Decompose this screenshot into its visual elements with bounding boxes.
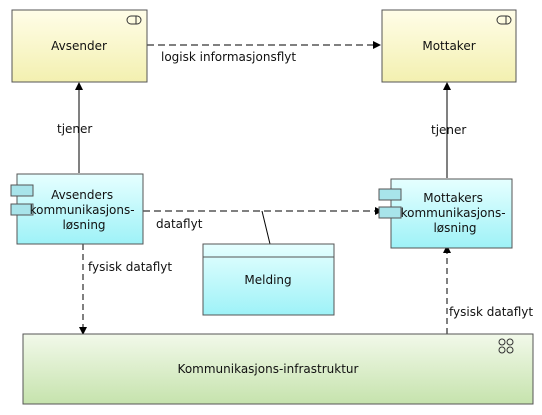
node-label: Kommunikasjons-infrastruktur xyxy=(178,362,359,376)
node-label: Mottaker xyxy=(422,39,475,53)
node-avsenders-kommunikasjonslosning[interactable]: Avsenders kommunikasjons- løsning xyxy=(10,173,144,245)
label-fysisk-dataflyt-left: fysisk dataflyt xyxy=(88,260,172,274)
node-mottaker[interactable]: Mottaker xyxy=(381,9,517,83)
role-icon xyxy=(126,15,142,25)
node-label: Avsender xyxy=(51,39,107,53)
role-icon xyxy=(496,15,512,25)
node-label: Melding xyxy=(244,273,291,287)
component-icon xyxy=(10,184,34,216)
label-tjener-right: tjener xyxy=(431,123,466,137)
label-fysisk-dataflyt-right: fysisk dataflyt xyxy=(449,305,533,319)
edges xyxy=(75,41,451,335)
node-kommunikasjons-infrastruktur[interactable]: Kommunikasjons-infrastruktur xyxy=(22,333,534,405)
edge-melding-association[interactable] xyxy=(261,210,271,245)
node-melding[interactable]: Melding xyxy=(202,243,335,316)
component-icon xyxy=(378,188,402,219)
label-tjener-left: tjener xyxy=(57,122,92,136)
node-mottakers-kommunikasjonslosning[interactable]: Mottakers kommunikasjons- løsning xyxy=(378,178,513,249)
edge-labels: logisk informasjonsflyt tjener tjener da… xyxy=(57,50,533,319)
node-avsender[interactable]: Avsender xyxy=(11,9,148,83)
label-dataflyt: dataflyt xyxy=(156,217,203,231)
node-label: Avsenders kommunikasjons- løsning xyxy=(30,188,139,232)
label-logisk-informasjonsflyt: logisk informasjonsflyt xyxy=(161,50,296,64)
network-icon xyxy=(498,338,514,354)
node-label: Mottakers kommunikasjons- løsning xyxy=(401,191,510,235)
